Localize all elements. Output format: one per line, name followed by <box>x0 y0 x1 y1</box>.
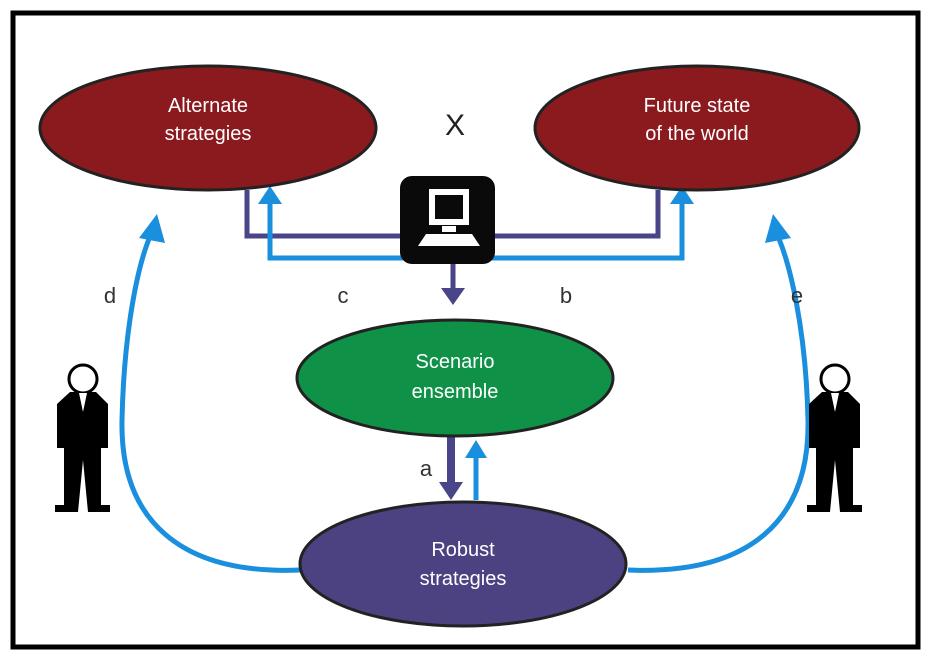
arrowhead-robust-to-scenario <box>465 440 487 458</box>
arrowhead-to-scenario <box>441 288 465 305</box>
connector-alternate-to-computer <box>244 190 415 239</box>
node-robust-shape <box>298 500 628 628</box>
node-future-state: Future state of the world <box>533 64 861 192</box>
person-left-collar <box>79 393 87 412</box>
edge-label-a: a <box>420 456 433 481</box>
node-alternate-strategies: Alternate strategies <box>38 64 378 192</box>
person-right-body <box>807 392 862 512</box>
person-icon-right <box>807 363 862 512</box>
person-icon-left <box>55 363 110 512</box>
node-alternate-shape <box>38 64 378 192</box>
node-scenario-line1: Scenario <box>416 351 495 373</box>
edge-label-b: b <box>560 283 572 308</box>
connector-robust-to-alternate-d <box>119 230 301 573</box>
person-left-body <box>55 392 110 512</box>
arrowhead-d <box>139 214 165 243</box>
node-robust-strategies: Robust strategies <box>298 500 628 628</box>
arrowhead-e <box>765 214 791 243</box>
node-scenario-line2: ensemble <box>412 381 499 403</box>
node-alternate-line1: Alternate <box>168 95 248 117</box>
computer-icon-stand <box>442 226 456 232</box>
operator-x: X <box>445 109 465 142</box>
node-scenario-shape <box>295 318 615 438</box>
edge-label-d: d <box>104 283 116 308</box>
node-alternate-line2: strategies <box>165 123 252 145</box>
edge-label-e: e <box>791 283 803 308</box>
computer-icon-keyboard <box>418 234 480 246</box>
node-robust-line2: strategies <box>420 568 507 590</box>
person-left-head <box>67 363 99 395</box>
person-right-collar <box>831 393 839 412</box>
connector-computer-to-future <box>485 200 685 261</box>
arrowhead-to-future <box>670 186 694 204</box>
connector-robust-to-future-e <box>627 230 811 573</box>
computer-icon-screen <box>435 195 463 219</box>
node-future-line2: of the world <box>645 123 748 145</box>
person-right-head <box>819 363 851 395</box>
node-scenario-ensemble: Scenario ensemble <box>295 318 615 438</box>
node-future-line1: Future state <box>644 95 751 117</box>
computer-icon <box>400 176 495 264</box>
arrowhead-to-robust <box>439 482 463 500</box>
node-future-shape <box>533 64 861 192</box>
connector-computer-to-alternate <box>267 200 420 261</box>
edge-label-c: c <box>338 283 349 308</box>
arrowhead-to-alternate <box>258 186 282 204</box>
outer-frame <box>10 10 921 650</box>
node-robust-line1: Robust <box>431 539 495 561</box>
connector-future-to-computer <box>488 190 661 239</box>
